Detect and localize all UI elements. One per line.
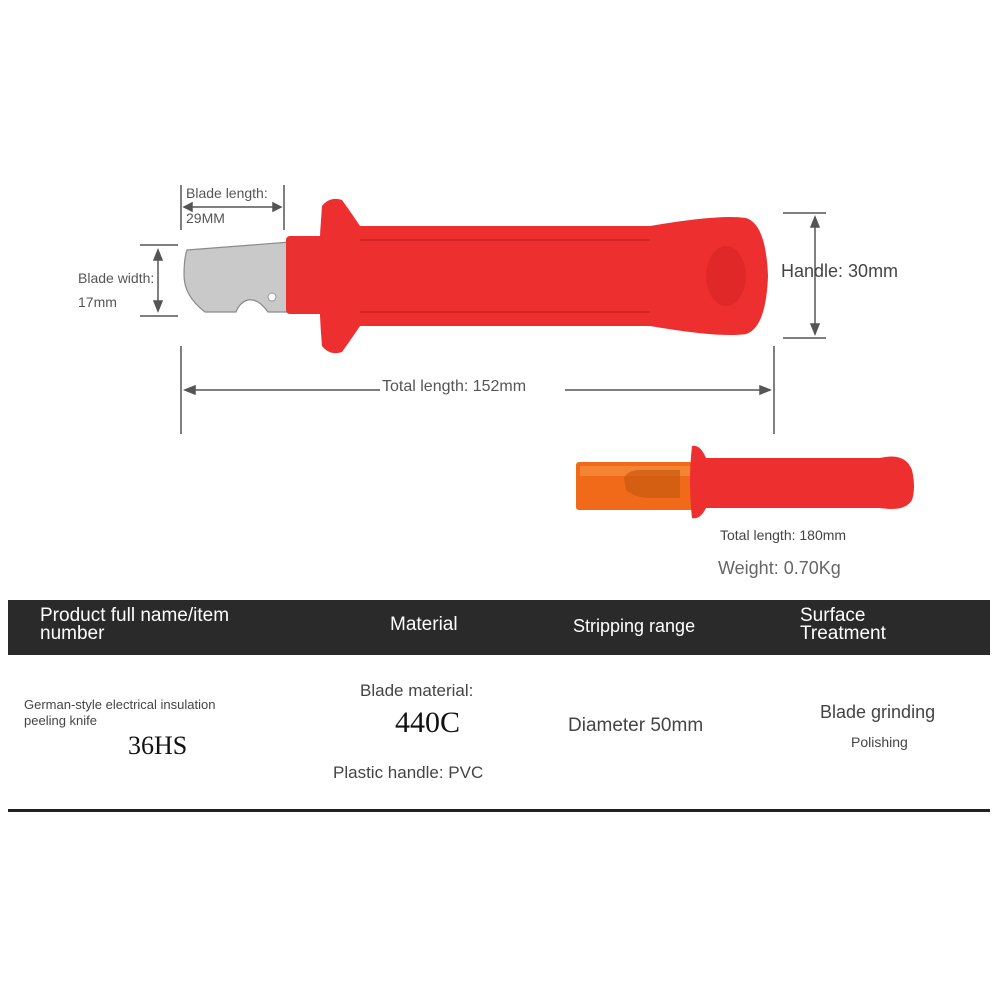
header-surface-line1: Surface [800, 605, 866, 626]
blade-width-dimension [140, 244, 178, 317]
stripping-range-value: Diameter 50mm [568, 715, 704, 736]
handle-size-label: Handle: 30mm [781, 261, 899, 281]
header-product-line2: number [40, 623, 105, 644]
weight-label: Weight: 0.70Kg [718, 558, 841, 578]
handle [319, 198, 768, 354]
product-name-line1: German-style electrical insulation [24, 697, 216, 712]
item-number: 36HS [128, 731, 188, 760]
table-header: Product full name/item number Material S… [8, 600, 990, 655]
blade-material-label: Blade material: [360, 681, 474, 700]
surface-treatment-2: Polishing [851, 734, 908, 750]
handle-dimension [783, 212, 826, 339]
blade-width-value: 17mm [78, 294, 117, 310]
product-name-line2: peeling knife [24, 713, 97, 728]
total-length-dimension [180, 346, 775, 434]
blade-material-value: 440C [395, 706, 461, 739]
table-bottom-rule [8, 809, 990, 812]
surface-treatment-1: Blade grinding [820, 702, 936, 722]
blade-length-dimension [180, 185, 285, 230]
handle-collar [286, 236, 328, 314]
blade-length-value: 29MM [186, 210, 225, 226]
total-length-small-label: Total length: 180mm [720, 527, 847, 543]
header-product-line1: Product full name/item [40, 605, 230, 626]
header-stripping-range: Stripping range [573, 616, 696, 636]
product-diagram [140, 185, 914, 519]
blade [183, 241, 291, 313]
header-surface-line2: Treatment [800, 623, 886, 644]
blade-length-label: Blade length: [186, 185, 268, 201]
total-length-label: Total length: 152mm [382, 378, 527, 395]
header-material: Material [390, 614, 458, 635]
header-product-name: Product full name/item number [40, 605, 230, 644]
blade-width-label: Blade width: [78, 270, 155, 286]
knife-with-sheath [576, 445, 914, 519]
header-surface-treatment: Surface Treatment [800, 605, 886, 644]
handle-material: Plastic handle: PVC [333, 763, 484, 782]
